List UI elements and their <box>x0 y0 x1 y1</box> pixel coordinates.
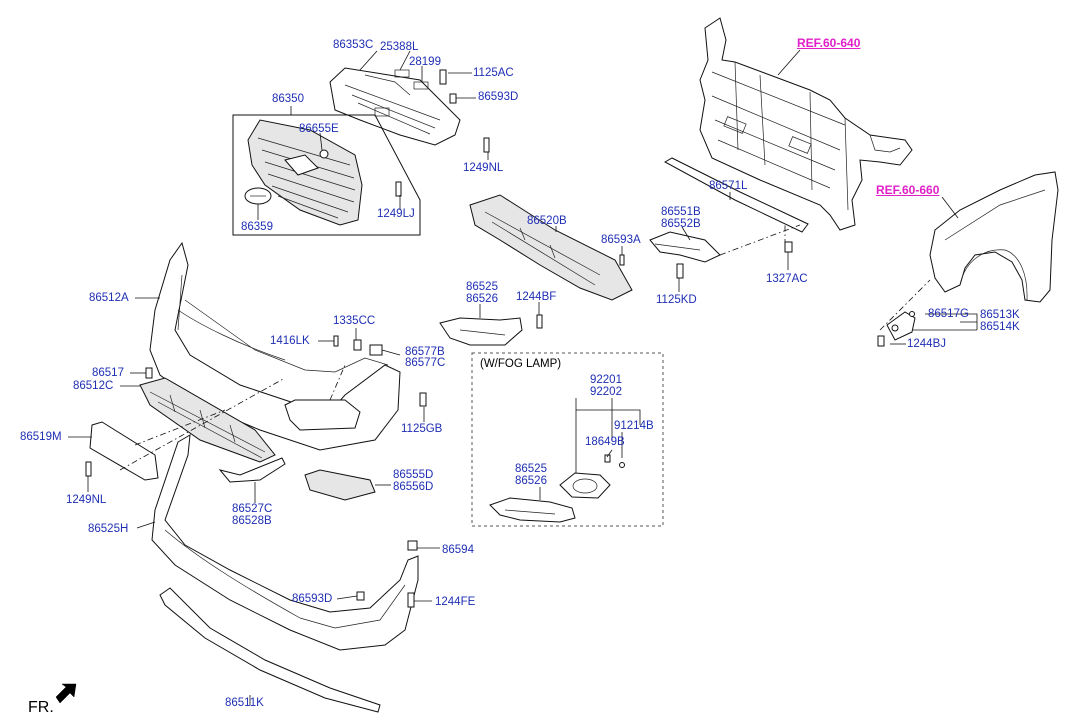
label-1244BJ[interactable]: 1244BJ <box>907 338 947 350</box>
label-86350[interactable]: 86350 <box>272 93 304 105</box>
front-direction-label: FR. <box>28 699 54 716</box>
label-86513K[interactable]: 86513K <box>980 309 1020 321</box>
assembly-lines <box>119 224 931 471</box>
label-86551B[interactable]: 86551B <box>661 206 701 218</box>
radiator-support-panel[interactable] <box>699 17 913 231</box>
front-direction-arrow-icon <box>55 683 77 704</box>
label-86514K[interactable]: 86514K <box>980 321 1020 333</box>
label-1125KD[interactable]: 1125KD <box>656 294 697 306</box>
fog-lamp-trim-lower[interactable] <box>218 457 286 483</box>
label-86512A[interactable]: 86512A <box>89 292 129 304</box>
label-86577B[interactable]: 86577B <box>405 346 445 358</box>
label-86517G[interactable]: 86517G <box>928 308 969 320</box>
label-86517[interactable]: 86517 <box>92 367 124 379</box>
label-25388L[interactable]: 25388L <box>380 41 419 53</box>
bumper-upper-beam[interactable] <box>663 157 809 233</box>
label-1335CC[interactable]: 1335CC <box>333 315 376 327</box>
fog-lamp-caption: (W/FOG LAMP) <box>480 358 562 370</box>
label-86527C[interactable]: 86527C <box>232 503 273 515</box>
leader-lines <box>68 49 978 705</box>
front-skid-plate-molding[interactable] <box>159 587 381 713</box>
label-92201[interactable]: 92201 <box>590 374 622 386</box>
label-1249NL-top[interactable]: 1249NL <box>463 162 504 174</box>
label-86359[interactable]: 86359 <box>241 221 273 233</box>
fog-lamp-cover-upper[interactable] <box>439 317 523 346</box>
label-1244FE[interactable]: 1244FE <box>435 596 476 608</box>
label-1249NL-bottom[interactable]: 1249NL <box>66 494 107 506</box>
label-86525-fog[interactable]: 86525 <box>515 463 547 475</box>
hyundai-emblem[interactable] <box>244 187 272 205</box>
ref-radiator-support-link[interactable]: REF.60-640 <box>797 36 861 50</box>
label-86526-fog[interactable]: 86526 <box>515 475 547 487</box>
label-86520B[interactable]: 86520B <box>527 215 567 227</box>
label-86593D-top[interactable]: 86593D <box>478 91 519 103</box>
fender-clip-bracket[interactable] <box>877 311 916 347</box>
label-86528B[interactable]: 86528B <box>232 515 272 527</box>
label-86552B[interactable]: 86552B <box>661 218 701 230</box>
label-86556D[interactable]: 86556D <box>393 481 434 493</box>
emblem-clip-86655E[interactable] <box>319 149 329 159</box>
fog-lamp-assembly[interactable] <box>559 472 611 499</box>
license-plate-bracket[interactable] <box>89 421 159 481</box>
radiator-grille-group[interactable] <box>232 114 421 236</box>
label-86511K[interactable]: 86511K <box>225 697 264 709</box>
label-92202[interactable]: 92202 <box>590 386 622 398</box>
bumper-lower-lip[interactable] <box>151 434 419 651</box>
label-86512C[interactable]: 86512C <box>73 380 114 392</box>
label-86519M[interactable]: 86519M <box>20 431 62 443</box>
label-1416LK[interactable]: 1416LK <box>270 335 310 347</box>
lower-grille[interactable] <box>139 377 276 463</box>
label-86593D-bottom[interactable]: 86593D <box>292 593 333 605</box>
label-86571L[interactable]: 86571L <box>709 180 748 192</box>
label-1244BF[interactable]: 1244BF <box>516 291 557 303</box>
fog-lamp-cover-lower[interactable] <box>489 497 576 523</box>
label-1249LJ[interactable]: 1249LJ <box>377 208 415 220</box>
label-86525-upper[interactable]: 86525 <box>466 281 498 293</box>
label-86526-upper[interactable]: 86526 <box>466 293 498 305</box>
bumper-lower-bracket[interactable] <box>304 469 376 501</box>
bumper-side-bracket[interactable] <box>649 231 721 263</box>
label-86353C[interactable]: 86353C <box>333 39 374 51</box>
label-1125GB[interactable]: 1125GB <box>401 423 443 435</box>
label-18649B[interactable]: 18649B <box>585 436 625 448</box>
label-86593A[interactable]: 86593A <box>601 234 641 246</box>
label-91214B[interactable]: 91214B <box>614 420 654 432</box>
label-1327AC[interactable]: 1327AC <box>766 273 808 285</box>
label-86555D[interactable]: 86555D <box>393 469 434 481</box>
label-86577C[interactable]: 86577C <box>405 357 446 369</box>
fender-panel[interactable] <box>929 171 1059 303</box>
label-86655E[interactable]: 86655E <box>299 123 339 135</box>
fasteners[interactable] <box>85 69 793 608</box>
bumper-energy-absorber[interactable] <box>469 194 633 301</box>
ref-fender-link[interactable]: REF.60-660 <box>876 183 940 197</box>
label-86525H[interactable]: 86525H <box>88 523 129 535</box>
label-28199[interactable]: 28199 <box>409 56 441 68</box>
label-86594[interactable]: 86594 <box>442 544 474 556</box>
fog-lamp-variant-box <box>471 352 664 527</box>
label-1125AC[interactable]: 1125AC <box>473 67 514 79</box>
